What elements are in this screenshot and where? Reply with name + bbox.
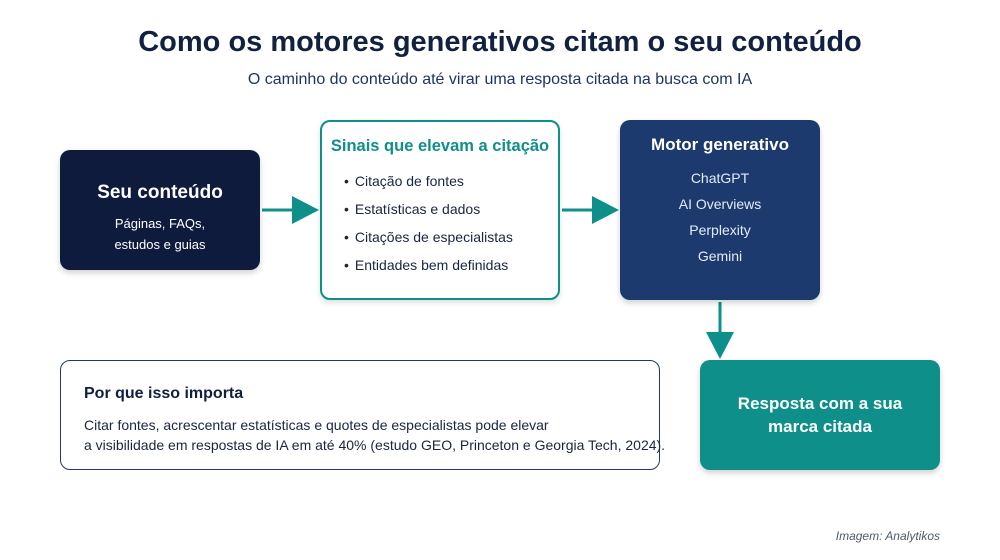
- arrowhead-content-to-signals: [292, 196, 319, 224]
- why-it-matters-panel: Por que isso importa Citar fontes, acres…: [60, 360, 665, 470]
- list-item: Estatísticas e dados: [344, 195, 558, 223]
- node-title: Motor generativo: [651, 135, 789, 154]
- node-title: Resposta com a sua marca citada: [737, 394, 903, 436]
- node-title: Sinais que elevam a citação: [330, 137, 550, 155]
- engine-item: ChatGPT: [690, 170, 750, 186]
- signals-list: Citação de fontes Estatísticas e dados C…: [322, 167, 558, 279]
- list-item: Entidades bem definidas: [344, 251, 558, 279]
- image-credit: Imagem: Analytikos: [835, 529, 940, 543]
- node-title: Seu conteúdo: [97, 182, 223, 203]
- node-resposta: Resposta com a sua marca citada: [700, 360, 940, 470]
- arrowhead-engine-to-answer: [706, 332, 734, 359]
- node-sinais: Sinais que elevam a citação Citação de f…: [320, 120, 560, 300]
- engine-item: Perplexity: [689, 222, 751, 238]
- page-title: Como os motores generativos citam o seu …: [138, 26, 862, 58]
- list-item: Citação de fontes: [344, 167, 558, 195]
- page-subtitle: O caminho do conteúdo até virar uma resp…: [247, 71, 753, 88]
- panel-text-line: Citar fontes, acrescentar estatísticas e…: [84, 417, 549, 433]
- node-description-line: estudos e guias: [114, 237, 206, 252]
- engine-list: ChatGPT AI Overviews Perplexity Gemini: [620, 165, 820, 269]
- node-motor-generativo: Motor generativo ChatGPT AI Overviews Pe…: [620, 120, 820, 300]
- node-description: Páginas, FAQs, estudos e guias: [60, 213, 260, 255]
- panel-text-line: a visibilidade em respostas de IA em até…: [84, 437, 666, 453]
- node-seu-conteudo: Seu conteúdo Páginas, FAQs, estudos e gu…: [60, 150, 260, 270]
- panel-title: Por que isso importa: [84, 385, 244, 402]
- arrowhead-signals-to-engine: [592, 196, 619, 224]
- engine-item: AI Overviews: [678, 196, 762, 212]
- list-item: Citações de especialistas: [344, 223, 558, 251]
- engine-item: Gemini: [697, 248, 743, 264]
- node-description-line: Páginas, FAQs,: [114, 216, 206, 231]
